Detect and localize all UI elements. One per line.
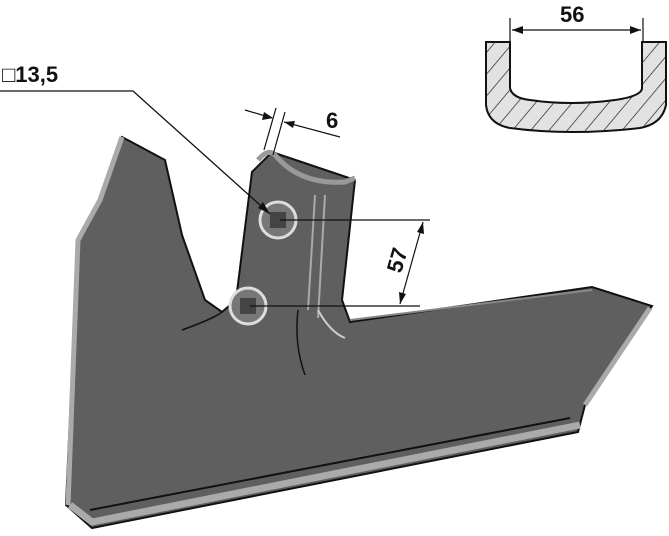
hole-spacing-label: 57	[382, 245, 413, 275]
thickness-dimension: 6	[244, 107, 341, 156]
cross-section: 56	[485, 2, 667, 133]
thickness-label: 6	[326, 108, 338, 133]
share-body	[64, 135, 654, 530]
mounting-hole-lower	[228, 286, 268, 326]
hole-spacing-dimension: 57	[250, 219, 430, 307]
hole-size-label: □13,5	[2, 62, 58, 87]
hole-size-dimension: □13,5	[0, 62, 271, 215]
channel-width-label: 56	[560, 2, 584, 27]
